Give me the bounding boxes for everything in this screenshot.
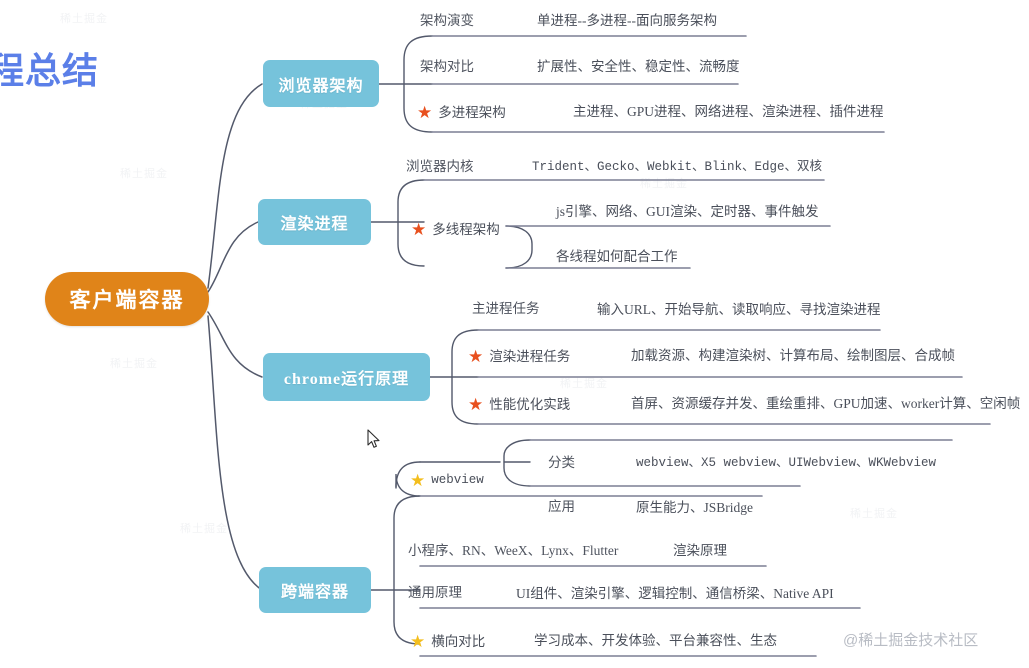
branch-node-render-process[interactable]: 渲染进程 [258,199,371,245]
sub-label-render-process-task[interactable]: ★ 渲染进程任务 [468,348,570,365]
link-node4-bracket [393,495,421,645]
detail-perf-optimization[interactable]: 首屏、资源缓存并发、重绘重排、GPU加速、worker计算、空闲帧 [631,396,1021,411]
sub-label-text: 横向对比 [431,633,486,649]
star-icon: ★ [410,471,426,490]
center-node-label: 客户端容器 [69,288,185,312]
branch-node-cross-platform[interactable]: 跨端容器 [259,567,371,613]
sub-label-multiprocess-arch[interactable]: ★ 多进程架构 [417,104,506,121]
branch-node-label: 浏览器架构 [278,77,364,95]
ghost-watermark: 稀土掘金 [640,178,688,190]
link-webview-bracket [503,439,531,487]
ghost-watermark: 稀土掘金 [120,168,168,180]
detail-webview-classify[interactable]: webview、X5 webview、UIWebview、WKWebview [636,456,937,470]
detail-arch-evolution[interactable]: 单进程--多进程--面向服务架构 [537,13,717,28]
detail-main-process-task[interactable]: 输入URL、开始导航、读取响应、寻找渲染进程 [597,302,881,317]
sub-label-text: 渲染进程任务 [489,348,571,364]
link-center-to-render-process [207,221,259,293]
star-icon: ★ [410,632,426,651]
ghost-watermark: 稀土掘金 [560,378,608,390]
star-icon: ★ [411,220,427,239]
detail-browser-kernel[interactable]: Trident、Gecko、Webkit、Blink、Edge、双核 [532,160,823,174]
detail-render-principle[interactable]: 渲染原理 [673,543,727,558]
sub-label-horizontal-compare[interactable]: ★ 横向对比 [410,633,485,650]
sub-label-arch-evolution[interactable]: 架构演变 [420,13,474,28]
branch-node-label: chrome运行原理 [283,371,410,388]
mouse-cursor [367,429,380,448]
sub-label-miniapp-list[interactable]: 小程序、RN、WeeX、Lynx、Flutter [408,543,619,558]
sub-label-general-principle[interactable]: 通用原理 [408,585,462,600]
link-center-to-browser-arch [207,83,263,289]
ghost-watermark: 稀土掘金 [60,13,108,25]
sub-label-webview[interactable]: ★ webview [410,472,484,489]
branch-node-label: 跨端容器 [280,584,349,601]
link-node2-sub-bracket [505,225,533,269]
detail-general-principle[interactable]: UI组件、渲染引擎、逻辑控制、通信桥梁、Native API [516,586,834,601]
site-watermark: @稀土掘金技术社区 [843,632,979,649]
detail-thread-cooperation[interactable]: 各线程如何配合工作 [556,249,678,264]
sub-label-text: 多线程架构 [432,221,500,237]
sub-label-text: 多进程架构 [438,104,506,120]
sub-label-browser-kernel[interactable]: 浏览器内核 [406,159,474,174]
sub-label-webview-apply[interactable]: 应用 [548,499,575,514]
ghost-watermark: 稀土掘金 [110,358,158,370]
sub-label-main-process-task[interactable]: 主进程任务 [472,301,540,316]
sub-label-webview-classify[interactable]: 分类 [548,455,575,470]
detail-horizontal-compare[interactable]: 学习成本、开发体验、平台兼容性、生态 [534,633,777,648]
branch-node-browser-architecture[interactable]: 浏览器架构 [263,60,379,107]
ghost-watermark: 稀土掘金 [180,523,228,535]
detail-multiprocess-arch[interactable]: 主进程、GPU进程、网络进程、渲染进程、插件进程 [573,104,884,119]
sub-label-perf-optimization[interactable]: ★ 性能优化实践 [468,396,570,413]
star-icon: ★ [417,103,433,122]
sub-label-arch-compare[interactable]: 架构对比 [420,59,474,74]
page-title: 程总结 [0,50,100,91]
detail-webview-apply[interactable]: 原生能力、JSBridge [636,500,754,515]
detail-multithread-arch[interactable]: js引擎、网络、GUI渲染、定时器、事件触发 [556,204,819,219]
ghost-watermark: 稀土掘金 [850,508,898,520]
branch-node-label: 渲染进程 [280,216,349,233]
star-icon: ★ [468,395,484,414]
detail-render-process-task[interactable]: 加载资源、构建渲染树、计算布局、绘制图层、合成帧 [631,348,955,363]
link-center-to-chrome [207,311,263,378]
detail-arch-compare[interactable]: 扩展性、安全性、稳定性、流畅度 [537,59,740,74]
sub-label-text: webview [431,473,484,488]
star-icon: ★ [468,347,484,366]
sub-label-multithread-arch[interactable]: ★ 多线程架构 [411,221,500,238]
branch-node-chrome-principle[interactable]: chrome运行原理 [263,353,430,401]
sub-label-text: 性能优化实践 [489,396,571,412]
link-center-to-cross-platform [207,315,263,591]
center-node[interactable]: 客户端容器 [45,272,209,326]
